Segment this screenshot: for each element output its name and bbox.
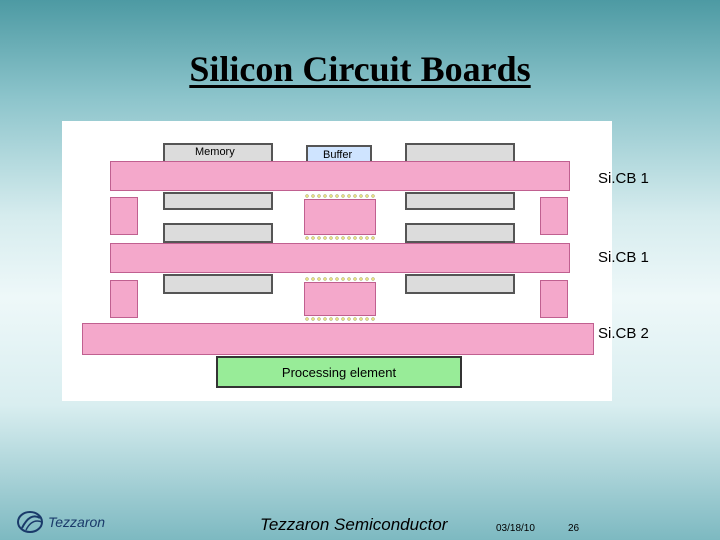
memory-chip (405, 192, 515, 210)
sicb1-top-label: Si.CB 1 (598, 170, 649, 187)
memory-chip: Memory (163, 143, 273, 163)
edge-post-left (110, 197, 138, 235)
memory-chip (163, 192, 273, 210)
memory-chip (163, 274, 273, 294)
page-number: 26 (568, 523, 580, 534)
sicb2-label: Si.CB 2 (598, 325, 649, 342)
buffer-post (304, 199, 376, 235)
processing-element: Processing element (216, 356, 462, 388)
memory-chip-right (405, 143, 515, 163)
logo-text: Tezzaron (48, 514, 105, 530)
sicb1-top-board (110, 161, 570, 191)
buffer-label: Buffer (323, 149, 353, 161)
memory-label: Memory (195, 146, 235, 158)
edge-post-right (540, 280, 568, 318)
bump-row (304, 236, 376, 240)
edge-post-left (110, 280, 138, 318)
bump-row (304, 277, 376, 281)
memory-chip (405, 274, 515, 294)
footer-company: Tezzaron Semiconductor (260, 515, 448, 534)
sicb1-mid-label: Si.CB 1 (598, 249, 649, 266)
edge-post-right (540, 197, 568, 235)
memory-chip (405, 223, 515, 243)
buffer-post (304, 282, 376, 316)
sicb2-board (82, 323, 594, 355)
bump-row (304, 194, 376, 198)
sicb1-mid-board (110, 243, 570, 273)
memory-chip (163, 223, 273, 243)
tezzaron-logo: Tezzaron (17, 511, 105, 533)
processing-label: Processing element (281, 364, 397, 380)
slide-title: Silicon Circuit Boards (189, 49, 531, 89)
footer-date: 03/18/10 (496, 523, 535, 534)
bump-row (304, 317, 376, 321)
